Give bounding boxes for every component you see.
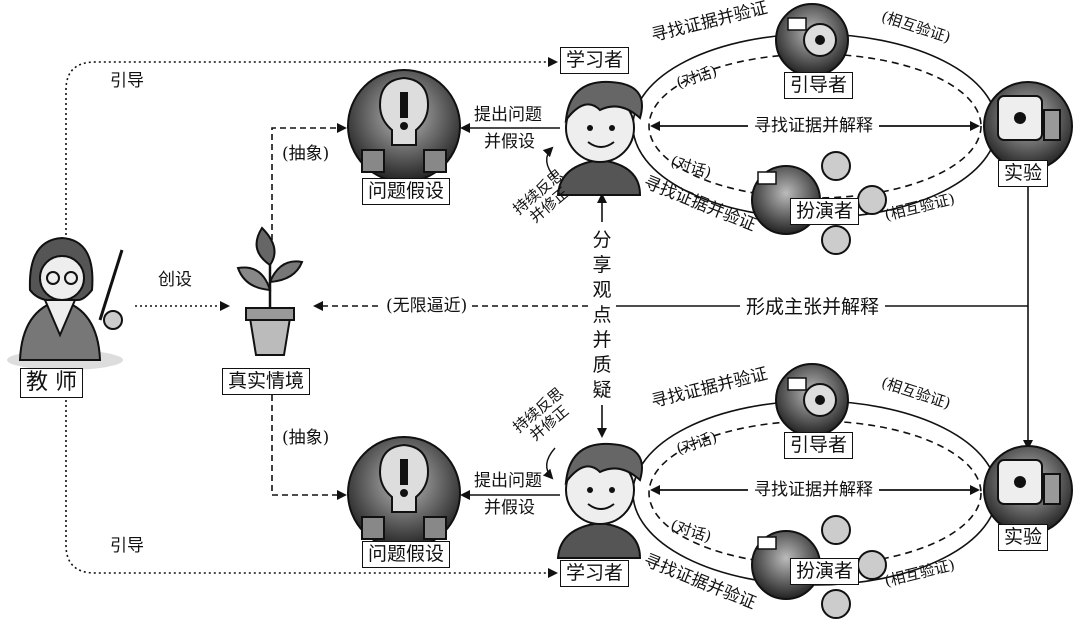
guide-bottom-connector xyxy=(65,395,558,578)
robot-guide-icon-bottom xyxy=(775,363,849,437)
node-actor-top: 扮演者 xyxy=(790,198,860,225)
label-abstract-top: (抽象) xyxy=(282,144,330,164)
robot-guide-icon-top xyxy=(775,3,849,77)
node-learner-top: 学习者 xyxy=(560,47,630,74)
plant-icon xyxy=(236,226,304,356)
experiment-icon-bottom xyxy=(983,445,1073,535)
label-seek-explain-bottom: 寻找证据并解释 xyxy=(748,482,879,499)
abstract-bottom-connector xyxy=(271,385,347,500)
label-approach: (无限逼近) xyxy=(382,298,472,315)
label-propose-bottom-1: 提出问题 xyxy=(474,471,542,491)
guide-top-connector xyxy=(65,57,558,245)
node-hypothesis-top: 问题假设 xyxy=(362,178,451,205)
label-create: 创设 xyxy=(158,270,192,290)
node-experiment-top: 实验 xyxy=(998,160,1049,187)
label-abstract-bottom: (抽象) xyxy=(282,428,330,448)
teacher-icon xyxy=(7,236,124,370)
node-guide-top: 引导者 xyxy=(784,72,854,99)
node-teacher: 教 师 xyxy=(20,368,83,398)
label-guide-bottom: 引导 xyxy=(110,536,144,556)
lightbulb-icon-bottom xyxy=(347,436,461,550)
node-guide-bottom: 引导者 xyxy=(784,432,854,459)
node-experiment-bottom: 实验 xyxy=(998,524,1049,551)
label-share: 分享观点并质疑 xyxy=(590,228,614,403)
node-situation: 真实情境 xyxy=(222,368,311,395)
label-propose-top-1: 提出问题 xyxy=(474,105,542,125)
label-propose-top-2: 并假设 xyxy=(484,132,535,152)
student-icon-top xyxy=(556,80,643,196)
node-hypothesis-bottom: 问题假设 xyxy=(362,541,451,568)
node-learner-bottom: 学习者 xyxy=(560,560,630,587)
label-propose-bottom-2: 并假设 xyxy=(484,498,535,518)
label-seek-explain-top: 寻找证据并解释 xyxy=(748,118,879,135)
lightbulb-icon-top xyxy=(347,69,461,183)
experiment-icon-top xyxy=(983,81,1073,171)
node-actor-bottom: 扮演者 xyxy=(790,558,860,585)
label-guide-top: 引导 xyxy=(110,71,144,91)
student-icon-bottom xyxy=(556,442,643,559)
abstract-top-connector xyxy=(271,123,347,240)
label-claim: 形成主张并解释 xyxy=(740,298,886,317)
